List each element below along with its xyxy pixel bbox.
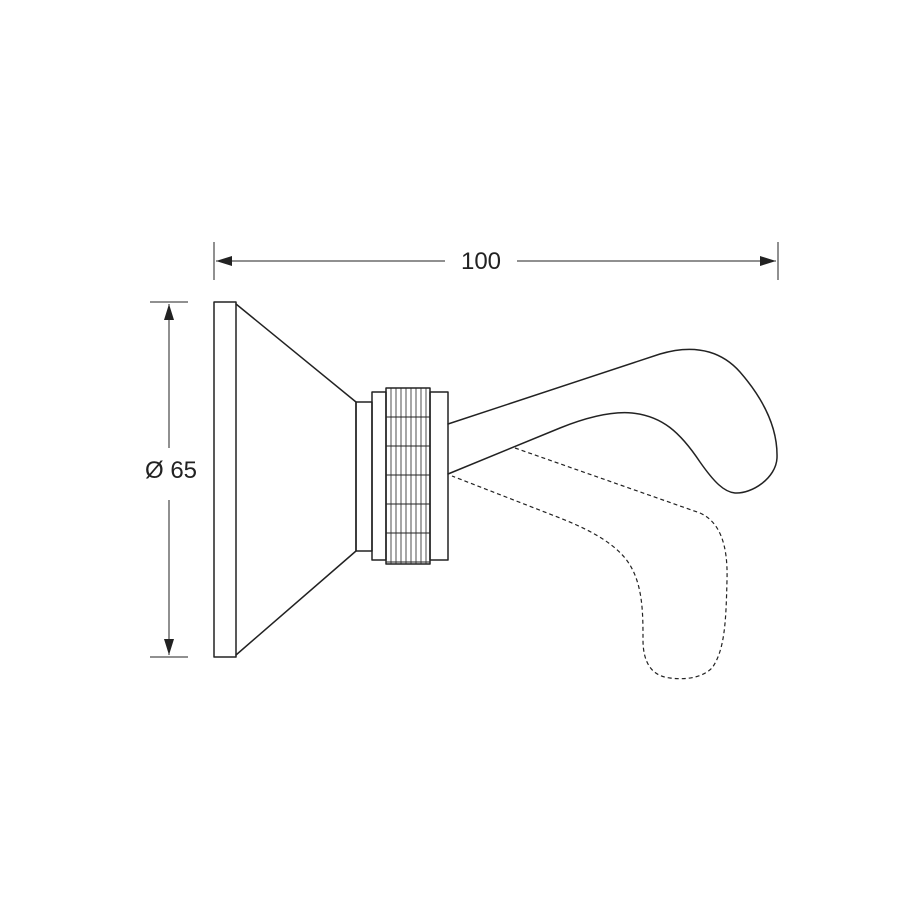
wall-rosette xyxy=(213,301,357,658)
collar-ring-right xyxy=(429,391,449,561)
knurl-pattern xyxy=(386,388,430,564)
rosette-cone xyxy=(235,303,357,656)
nut-body xyxy=(385,387,431,565)
diameter-dimension: Ø 65 xyxy=(145,301,197,658)
width-dimension: 100 xyxy=(213,242,779,280)
diameter-arrow-bottom xyxy=(164,639,174,655)
collar-ring-left xyxy=(371,391,387,561)
width-arrow-left xyxy=(216,256,232,266)
diameter-arrow-top xyxy=(164,304,174,320)
lever-handle xyxy=(447,348,778,494)
width-arrow-right xyxy=(760,256,776,266)
rosette-face xyxy=(213,301,237,658)
lever-handle-alternate-position xyxy=(451,447,728,680)
collar-neck xyxy=(355,401,373,552)
width-dimension-label: 100 xyxy=(461,248,501,275)
diameter-dimension-label: Ø 65 xyxy=(145,457,197,484)
knurled-nut xyxy=(385,387,431,565)
